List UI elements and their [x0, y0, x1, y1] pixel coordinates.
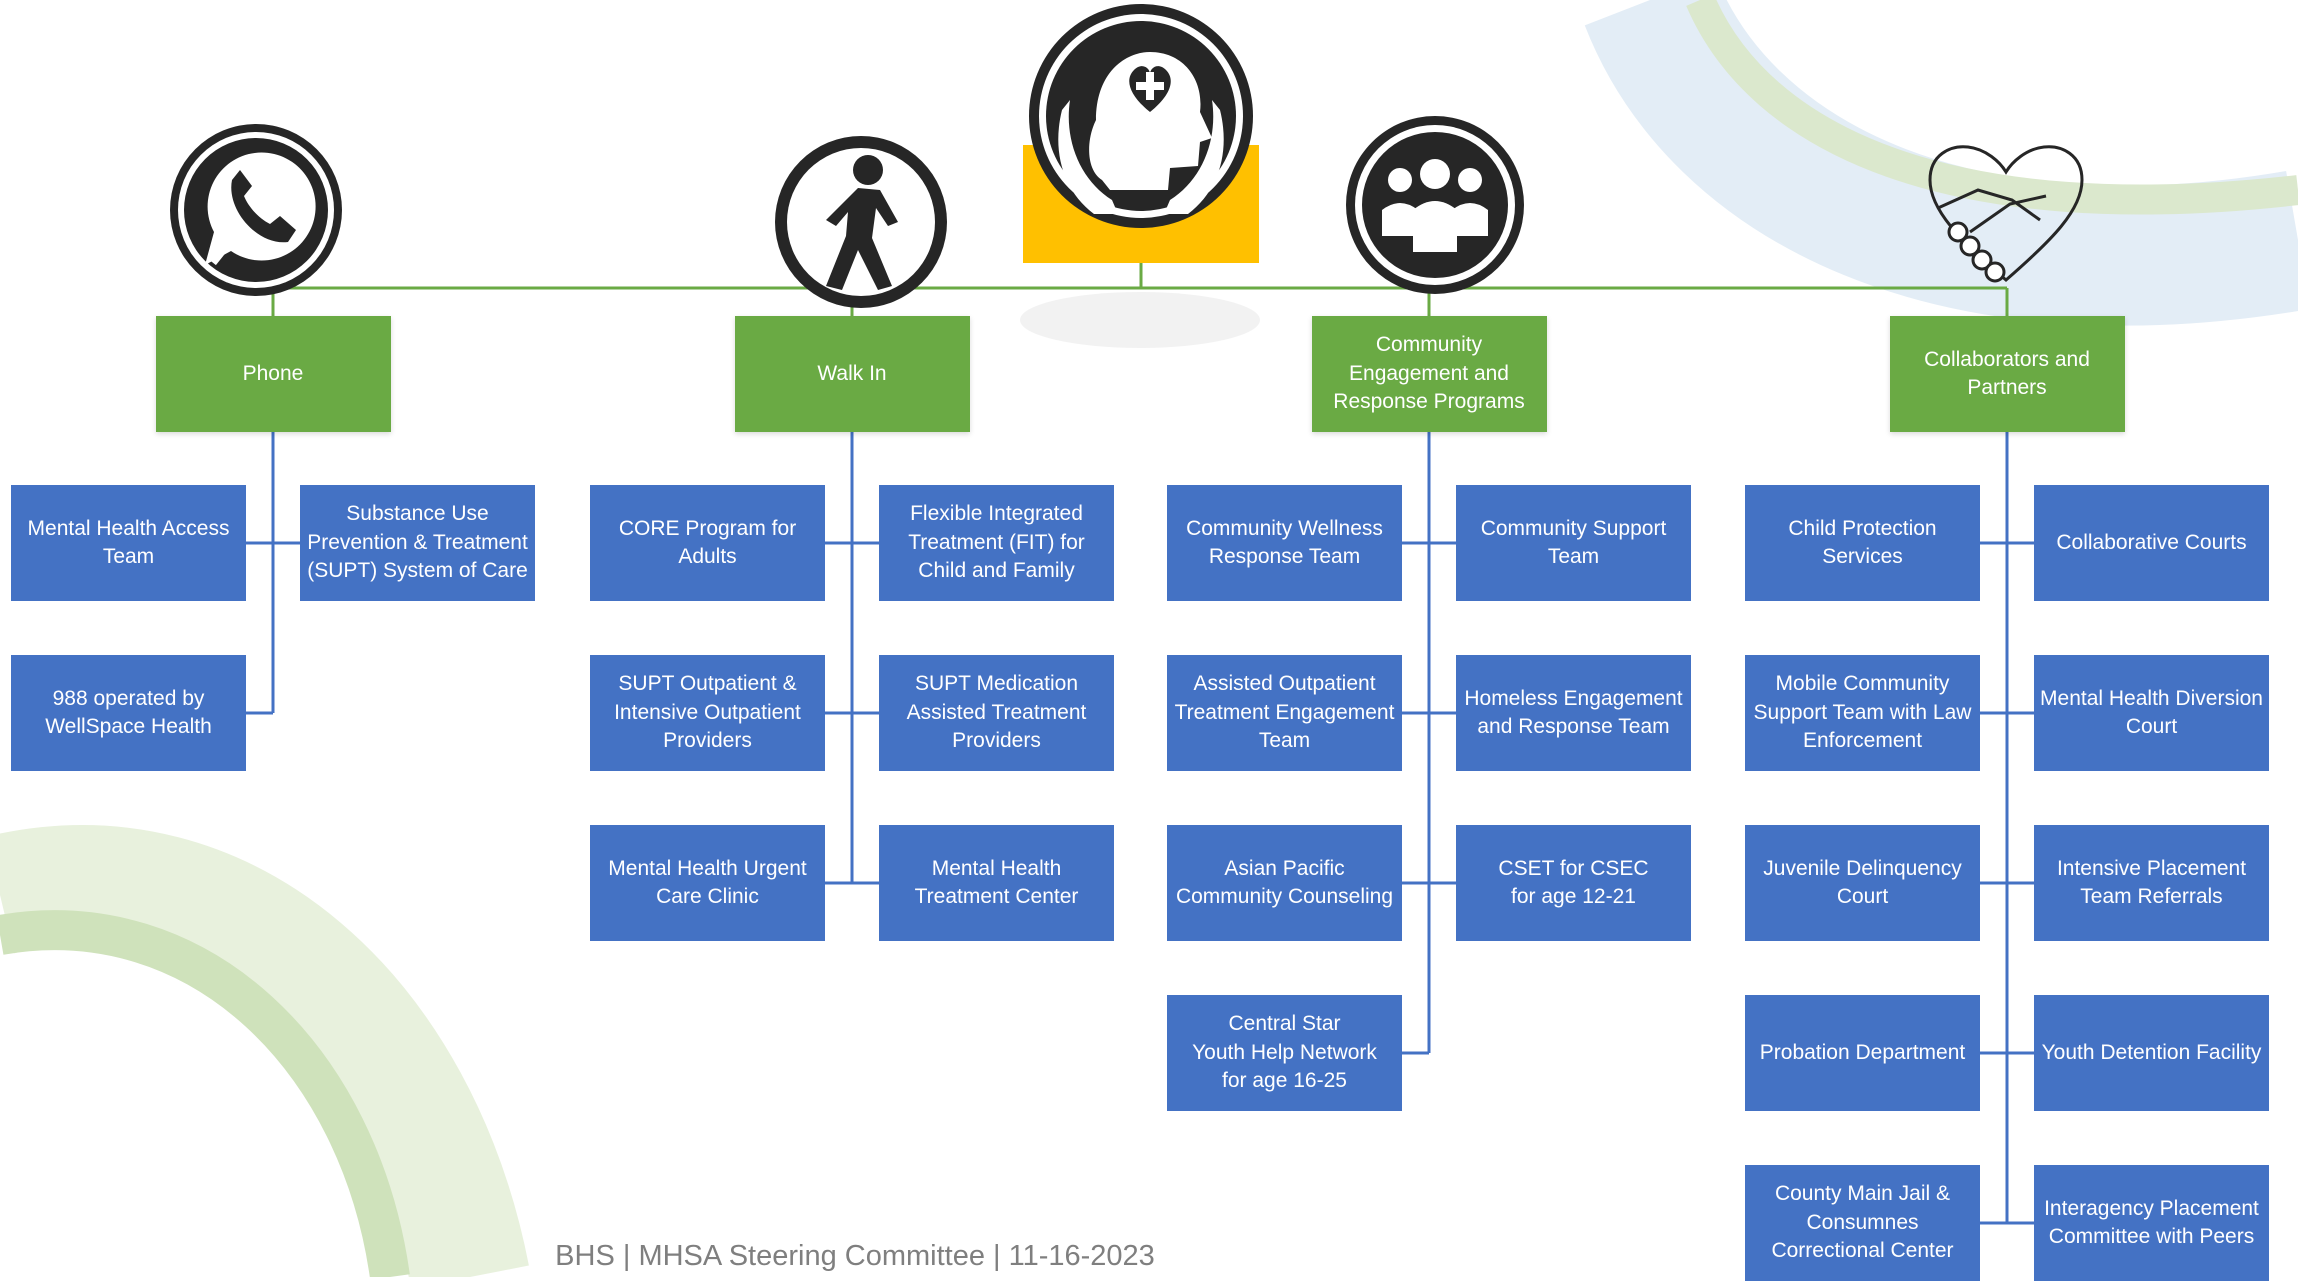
group-people-icon: [1346, 116, 1524, 294]
program-box: Collaborative Courts: [2034, 485, 2269, 601]
category-collaborators: Collaborators and Partners: [1889, 316, 2125, 432]
handshake-heart-icon: [1928, 145, 2084, 283]
program-box: Community Support Team: [1456, 485, 1691, 601]
program-box: Child Protection Services: [1745, 485, 1980, 601]
program-box: Mental Health Urgent Care Clinic: [590, 825, 825, 941]
program-box: Mental Health Treatment Center: [879, 825, 1114, 941]
category-walk-in: Walk In: [734, 316, 970, 432]
program-box: Assisted Outpatient Treatment Engagement…: [1167, 655, 1402, 771]
program-box: County Main Jail & Consumnes Correctiona…: [1745, 1165, 1980, 1281]
program-box: Intensive Placement Team Referrals: [2034, 825, 2269, 941]
program-box: 988 operated by WellSpace Health: [11, 655, 246, 771]
program-box: CSET for CSEC for age 12-21: [1456, 825, 1691, 941]
walking-person-icon: [775, 136, 947, 308]
program-box: Probation Department: [1745, 995, 1980, 1111]
program-box: Central Star Youth Help Network for age …: [1167, 995, 1402, 1111]
program-box: Mental Health Access Team: [11, 485, 246, 601]
heart-cross-head-hands-icon: [1029, 4, 1253, 228]
program-box: Community Wellness Response Team: [1167, 485, 1402, 601]
program-box: Homeless Engagement and Response Team: [1456, 655, 1691, 771]
phone-icon: [170, 124, 342, 296]
program-box: SUPT Medication Assisted Treatment Provi…: [879, 655, 1114, 771]
program-box: Asian Pacific Community Counseling: [1167, 825, 1402, 941]
program-box: Mental Health Diversion Court: [2034, 655, 2269, 771]
program-box: CORE Program for Adults: [590, 485, 825, 601]
program-box: Juvenile Delinquency Court: [1745, 825, 1980, 941]
category-phone: Phone: [155, 316, 391, 432]
program-box: Youth Detention Facility: [2034, 995, 2269, 1111]
program-box: Interagency Placement Committee with Pee…: [2034, 1165, 2269, 1281]
program-box: Mobile Community Support Team with Law E…: [1745, 655, 1980, 771]
category-community: Community Engagement and Response Progra…: [1311, 316, 1547, 432]
program-box: Substance Use Prevention & Treatment (SU…: [300, 485, 535, 601]
program-box: SUPT Outpatient & Intensive Outpatient P…: [590, 655, 825, 771]
program-box: Flexible Integrated Treatment (FIT) for …: [879, 485, 1114, 601]
footer-text: BHS | MHSA Steering Committee | 11-16-20…: [555, 1240, 1155, 1272]
